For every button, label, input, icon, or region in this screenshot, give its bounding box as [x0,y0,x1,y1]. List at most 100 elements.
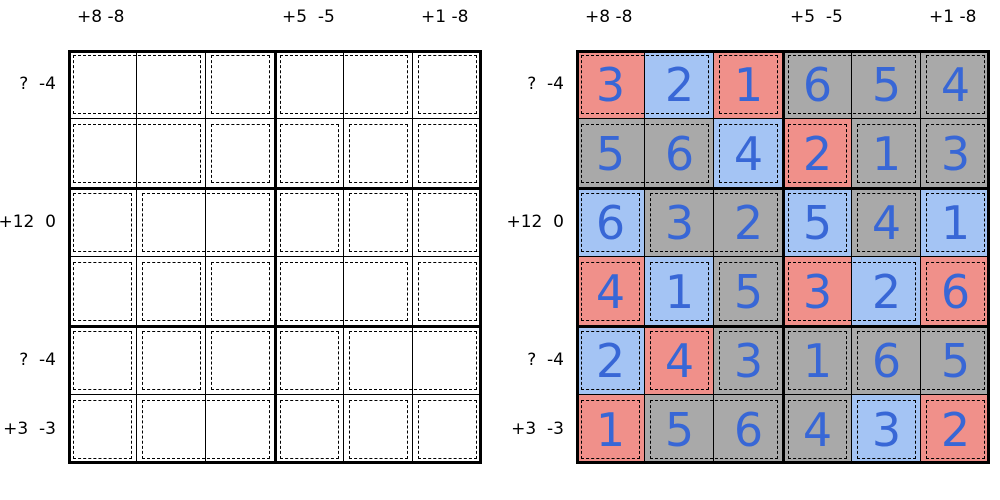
empty-cell-r2c5[interactable] [344,119,413,188]
right-column-clue-1: +8 -8 [585,7,633,27]
empty-cell-r2c3[interactable] [206,119,275,188]
solved-cell-r2c4[interactable]: 2 [783,119,852,188]
solved-cell-r4c5[interactable]: 2 [852,257,921,326]
empty-cell-r3c6[interactable] [413,188,482,257]
empty-cell-r2c6[interactable] [413,119,482,188]
empty-cell-r6c5[interactable] [344,395,413,464]
solved-cell-r4c2[interactable]: 1 [645,257,714,326]
empty-puzzle-grid [68,50,482,464]
solved-cell-r2c2[interactable]: 6 [645,119,714,188]
solved-cell-r1c6[interactable]: 4 [921,50,990,119]
solved-cell-r6c6[interactable]: 2 [921,395,990,464]
empty-cell-r5c5[interactable] [344,326,413,395]
cell-digit: 6 [664,126,695,181]
solved-cell-r6c4[interactable]: 4 [783,395,852,464]
solved-cell-r5c5[interactable]: 6 [852,326,921,395]
solved-cell-r2c1[interactable]: 5 [576,119,645,188]
solved-cell-r1c2[interactable]: 2 [645,50,714,119]
solved-cell-r1c5[interactable]: 5 [852,50,921,119]
solved-cell-r4c4[interactable]: 3 [783,257,852,326]
solved-cell-r2c5[interactable]: 1 [852,119,921,188]
solved-cell-r3c3[interactable]: 2 [714,188,783,257]
solved-cell-r2c3[interactable]: 4 [714,119,783,188]
cell-digit: 4 [664,333,695,388]
right-row-clue-1: ? -4 [527,74,564,94]
empty-cell-r3c2[interactable] [137,188,206,257]
right-column-clue-2: +5 -5 [790,7,843,27]
empty-cell-r6c2[interactable] [137,395,206,464]
solved-cell-r4c6[interactable]: 6 [921,257,990,326]
cell-digit: 6 [595,195,626,250]
cell-digit: 1 [733,57,764,112]
cell-digit: 2 [940,402,971,457]
cell-digit: 2 [733,195,764,250]
solved-cell-r3c6[interactable]: 1 [921,188,990,257]
cell-digit: 5 [733,264,764,319]
empty-cell-r4c1[interactable] [68,257,137,326]
empty-cell-r5c3[interactable] [206,326,275,395]
empty-cell-r4c2[interactable] [137,257,206,326]
right-row-clue-3: ? -4 [527,350,564,370]
empty-cell-r2c4[interactable] [275,119,344,188]
cell-digit: 3 [664,195,695,250]
solved-cell-r5c6[interactable]: 5 [921,326,990,395]
solved-cell-r5c1[interactable]: 2 [576,326,645,395]
solved-cell-r5c3[interactable]: 3 [714,326,783,395]
empty-cell-r1c4[interactable] [275,50,344,119]
empty-cell-r1c6[interactable] [413,50,482,119]
empty-cell-r4c4[interactable] [275,257,344,326]
solved-cell-r5c2[interactable]: 4 [645,326,714,395]
empty-cell-r1c2[interactable] [137,50,206,119]
empty-cell-r5c4[interactable] [275,326,344,395]
empty-cell-r6c1[interactable] [68,395,137,464]
left-row-clue-3: ? -4 [19,350,56,370]
solved-cell-r1c3[interactable]: 1 [714,50,783,119]
solved-cell-r1c4[interactable]: 6 [783,50,852,119]
empty-cell-r6c6[interactable] [413,395,482,464]
empty-cell-r4c6[interactable] [413,257,482,326]
empty-cell-r5c6[interactable] [413,326,482,395]
empty-cell-r4c5[interactable] [344,257,413,326]
cell-digit: 4 [733,126,764,181]
empty-cell-r3c4[interactable] [275,188,344,257]
empty-cell-r4c3[interactable] [206,257,275,326]
cell-digit: 3 [871,402,902,457]
empty-cell-r5c2[interactable] [137,326,206,395]
right-column-clue-3: +1 -8 [929,7,977,27]
empty-cell-r6c4[interactable] [275,395,344,464]
cell-digit: 4 [595,264,626,319]
solved-cell-r3c5[interactable]: 4 [852,188,921,257]
left-column-clue-1: +8 -8 [77,7,125,27]
cell-digit: 2 [664,57,695,112]
solved-cell-r4c1[interactable]: 4 [576,257,645,326]
empty-cell-r1c5[interactable] [344,50,413,119]
solved-cell-r6c5[interactable]: 3 [852,395,921,464]
empty-cell-r1c3[interactable] [206,50,275,119]
cell-digit: 6 [940,264,971,319]
empty-cell-r2c2[interactable] [137,119,206,188]
solved-cell-r3c4[interactable]: 5 [783,188,852,257]
solved-cell-r6c3[interactable]: 6 [714,395,783,464]
empty-cell-r6c3[interactable] [206,395,275,464]
solved-cell-r4c3[interactable]: 5 [714,257,783,326]
solved-box-divider-2 [576,186,990,190]
solved-cell-r6c2[interactable]: 5 [645,395,714,464]
solved-cell-r1c1[interactable]: 3 [576,50,645,119]
empty-cell-r3c5[interactable] [344,188,413,257]
empty-cell-r5c1[interactable] [68,326,137,395]
solved-cell-r5c4[interactable]: 1 [783,326,852,395]
empty-cell-r2c1[interactable] [68,119,137,188]
solved-cell-r2c6[interactable]: 3 [921,119,990,188]
cell-digit: 5 [802,195,833,250]
empty-cell-r3c1[interactable] [68,188,137,257]
cell-digit: 5 [871,57,902,112]
cell-digit: 3 [595,57,626,112]
empty-cell-r1c1[interactable] [68,50,137,119]
cell-digit: 4 [802,402,833,457]
cell-digit: 1 [664,264,695,319]
empty-cell-r3c3[interactable] [206,188,275,257]
solved-cell-r3c1[interactable]: 6 [576,188,645,257]
cell-digit: 4 [940,57,971,112]
solved-cell-r6c1[interactable]: 1 [576,395,645,464]
solved-cell-r3c2[interactable]: 3 [645,188,714,257]
